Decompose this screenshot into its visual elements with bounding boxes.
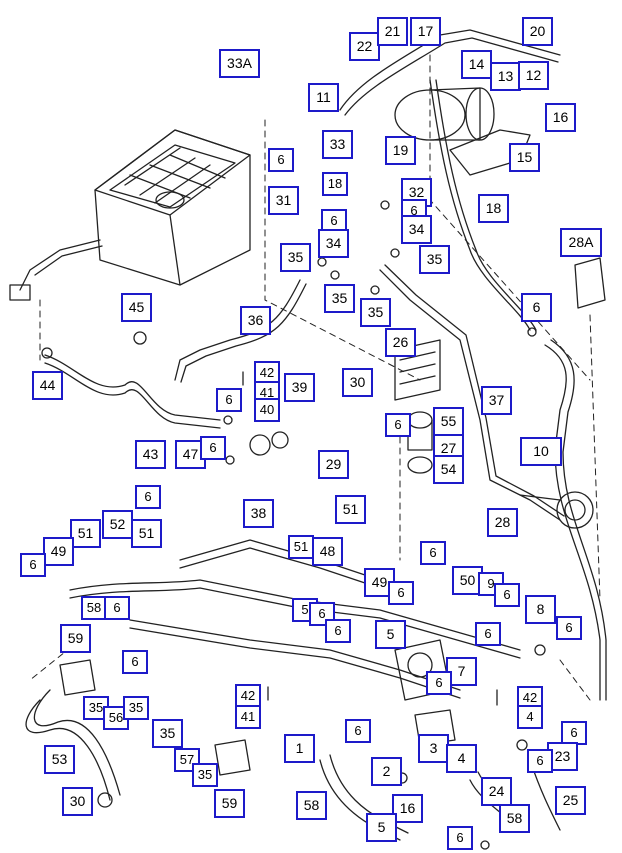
callout-48: 48 — [312, 537, 343, 566]
callout-33: 33 — [322, 130, 353, 159]
callout-35: 35 — [419, 245, 450, 274]
callout-8: 8 — [525, 595, 556, 624]
callout-19: 19 — [385, 136, 416, 165]
callout-58: 58 — [499, 804, 530, 833]
callout-16: 16 — [545, 103, 576, 132]
callout-35: 35 — [280, 243, 311, 272]
callout-13: 13 — [490, 62, 521, 91]
callout-35: 35 — [360, 298, 391, 327]
callout-12: 12 — [518, 61, 549, 90]
callout-6: 6 — [475, 622, 501, 646]
callout-6: 6 — [521, 293, 552, 322]
callout-6: 6 — [200, 436, 226, 460]
callout-6: 6 — [135, 485, 161, 509]
callout-21: 21 — [377, 17, 408, 46]
callout-2: 2 — [371, 757, 402, 786]
charcoal-canister-illustration — [19, 129, 251, 291]
callout-6: 6 — [20, 553, 46, 577]
callout-6: 6 — [325, 619, 351, 643]
callout-4: 4 — [517, 705, 543, 729]
callout-6: 6 — [494, 583, 520, 607]
callout-6: 6 — [345, 719, 371, 743]
callout-59: 59 — [214, 789, 245, 818]
callout-51: 51 — [131, 519, 162, 548]
callout-11: 11 — [308, 83, 339, 112]
callout-17: 17 — [410, 17, 441, 46]
callout-5: 5 — [375, 620, 406, 649]
callout-6: 6 — [385, 413, 411, 437]
callout-35: 35 — [152, 719, 183, 748]
callout-25: 25 — [555, 786, 586, 815]
callout-53: 53 — [44, 745, 75, 774]
callout-20: 20 — [522, 17, 553, 46]
callout-30: 30 — [62, 787, 93, 816]
callout-6: 6 — [122, 650, 148, 674]
callout-35: 35 — [123, 696, 149, 720]
callout-34: 34 — [401, 215, 432, 244]
callout-6: 6 — [426, 671, 452, 695]
callout-28: 28 — [487, 508, 518, 537]
callout-6: 6 — [447, 826, 473, 850]
callout-55: 55 — [433, 407, 464, 436]
callout-22: 22 — [349, 32, 380, 61]
callout-51: 51 — [70, 519, 101, 548]
callout-44: 44 — [32, 371, 63, 400]
callout-59: 59 — [60, 624, 91, 653]
callout-35: 35 — [192, 763, 218, 787]
callout-57: 57 — [174, 748, 200, 772]
callout-38: 38 — [243, 499, 274, 528]
callout-35: 35 — [324, 284, 355, 313]
callout-5: 5 — [366, 813, 397, 842]
callout-40: 40 — [254, 398, 280, 422]
callout-18: 18 — [478, 194, 509, 223]
callout-16: 16 — [392, 794, 423, 823]
callout-42: 42 — [235, 684, 261, 708]
callout-58: 58 — [81, 596, 107, 620]
callout-33a: 33A — [219, 49, 260, 78]
callout-45: 45 — [121, 293, 152, 322]
callout-4: 4 — [446, 744, 477, 773]
callout-6: 6 — [388, 581, 414, 605]
callout-6: 6 — [216, 388, 242, 412]
callout-10: 10 — [520, 437, 562, 466]
callout-58: 58 — [296, 791, 327, 820]
callout-29: 29 — [318, 450, 349, 479]
callout-39: 39 — [284, 373, 315, 402]
callout-43: 43 — [135, 440, 166, 469]
callout-28a: 28A — [560, 228, 602, 257]
callout-6: 6 — [561, 721, 587, 745]
callout-30: 30 — [342, 368, 373, 397]
callout-3: 3 — [418, 734, 449, 763]
callout-6: 6 — [556, 616, 582, 640]
callout-52: 52 — [102, 510, 133, 539]
callout-1: 1 — [284, 734, 315, 763]
callout-51: 51 — [288, 535, 314, 559]
callout-6: 6 — [527, 749, 553, 773]
callout-51: 51 — [335, 495, 366, 524]
callout-36: 36 — [240, 306, 271, 335]
callout-26: 26 — [385, 328, 416, 357]
callout-54: 54 — [433, 455, 464, 484]
callout-6: 6 — [420, 541, 446, 565]
callout-31: 31 — [268, 186, 299, 215]
callout-14: 14 — [461, 50, 492, 79]
callout-6: 6 — [104, 596, 130, 620]
callout-34: 34 — [318, 229, 349, 258]
callout-49: 49 — [43, 537, 74, 566]
callout-41: 41 — [235, 705, 261, 729]
callout-24: 24 — [481, 777, 512, 806]
callout-6: 6 — [268, 148, 294, 172]
callout-15: 15 — [509, 143, 540, 172]
callout-37: 37 — [481, 386, 512, 415]
callout-6: 18 — [322, 172, 348, 196]
